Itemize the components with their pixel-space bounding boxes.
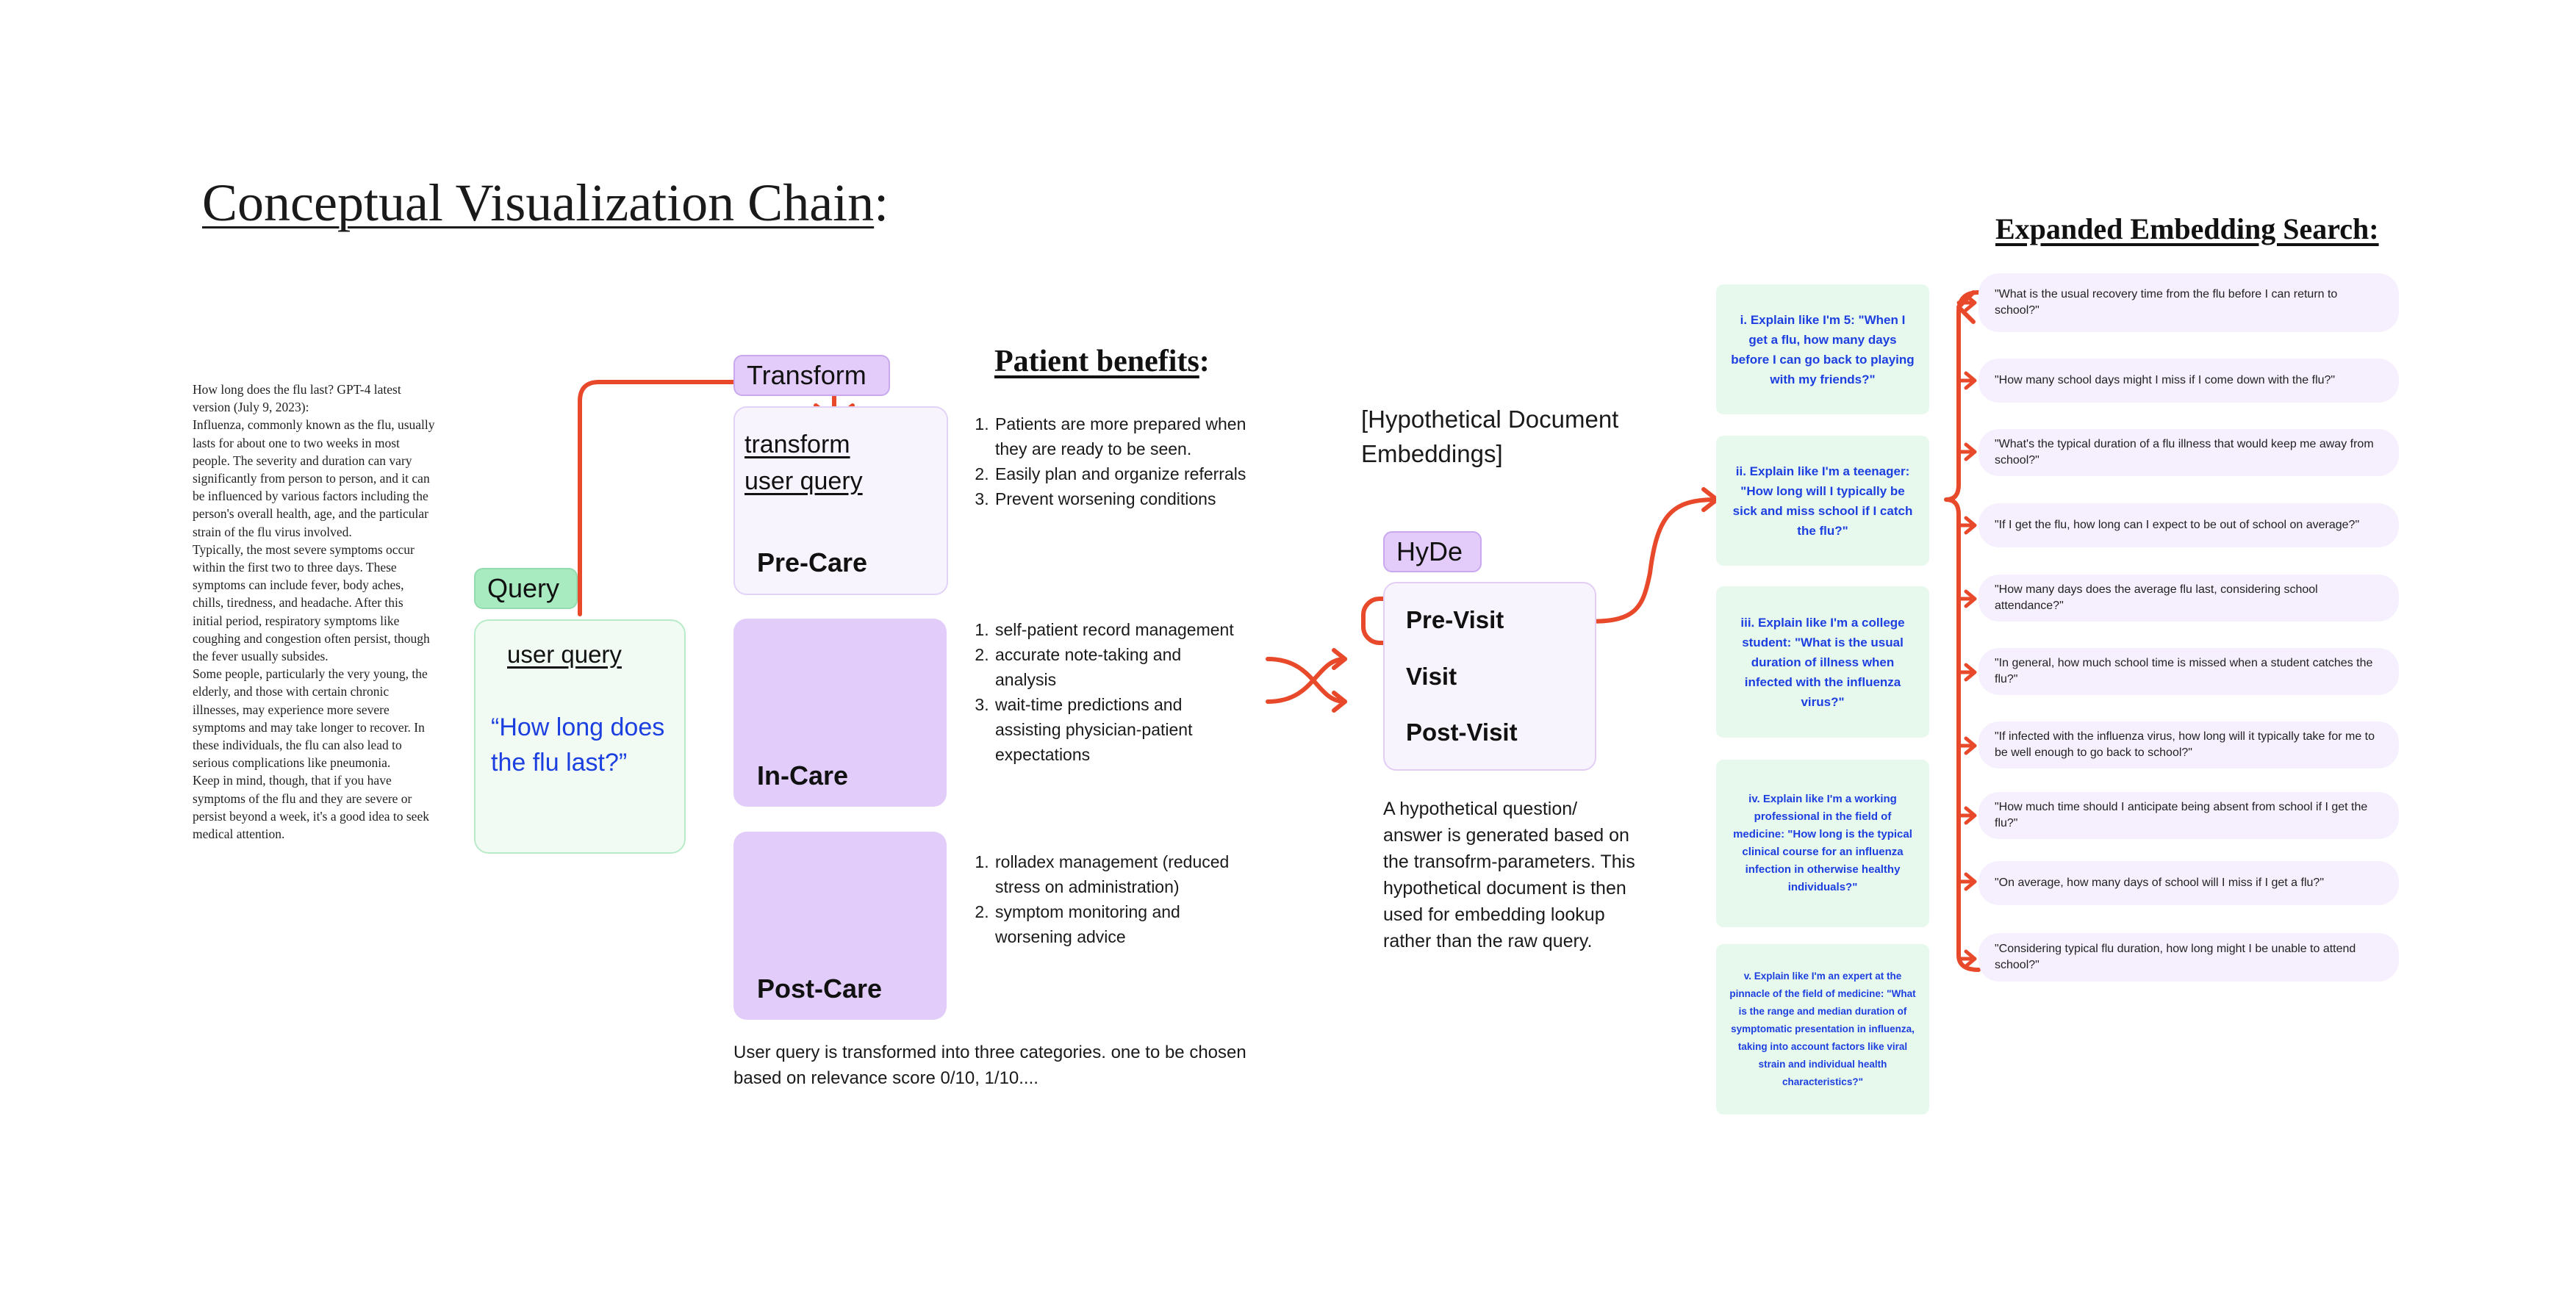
sidebar-paragraph: How long does the flu last? GPT-4 latest… [193, 382, 401, 415]
persona-card: iv. Explain like I'm a working professio… [1716, 760, 1929, 927]
visit-item: Visit [1406, 663, 1457, 690]
pre-care-box [733, 406, 948, 595]
expanded-query-item: "How many school days might I miss if I … [1978, 359, 2399, 403]
expanded-query-item: "What is the usual recovery time from th… [1978, 273, 2399, 332]
transform-user-query-label: transform user query [745, 431, 863, 495]
post-care-box [733, 832, 947, 1020]
hyde-tag: HyDe [1383, 531, 1482, 572]
expanded-query-item: "What's the typical duration of a flu il… [1978, 429, 2399, 476]
user-query-label: user query [507, 641, 622, 668]
list-item: self-patient record management [994, 617, 1244, 642]
visit-card [1383, 582, 1596, 771]
query-to-transform-arrow [578, 380, 736, 616]
persona-card: ii. Explain like I'm a teenager: "How lo… [1716, 436, 1929, 566]
list-item: accurate note-taking and analysis [994, 642, 1244, 692]
sidebar-paragraph: Keep in mind, though, that if you have s… [193, 773, 429, 842]
merge-arrow [1266, 657, 1347, 704]
transform-footnote: User query is transformed into three cat… [733, 1043, 1246, 1088]
sidebar-paragraph: Influenza, commonly known as the flu, us… [193, 417, 435, 539]
in-care-box [733, 619, 947, 807]
expanded-query-item: "How much time should I anticipate being… [1978, 792, 2399, 839]
post-care-benefits-list: rolladex management (reduced stress on a… [969, 849, 1244, 949]
query-card [474, 619, 686, 854]
in-care-benefits-list: self-patient record management accurate … [969, 617, 1244, 767]
previsit-to-persona-arrow [1574, 497, 1718, 624]
expanded-bracket [1944, 290, 1981, 972]
persona-card: iii. Explain like I'm a college student:… [1716, 586, 1929, 738]
user-query-text: “How long does the flu last?” [491, 713, 665, 777]
list-item: Easily plan and organize referrals [994, 461, 1266, 486]
query-tag: Query [474, 568, 578, 609]
pre-visit-item: Pre-Visit [1406, 606, 1504, 633]
pre-care-title: Pre-Care [757, 547, 868, 577]
hyde-caption: [Hypothetical Document Embeddings] [1361, 406, 1619, 467]
list-item: symptom monitoring and worsening advice [994, 899, 1244, 949]
gpt-response-text: How long does the flu last? GPT-4 latest… [193, 381, 435, 843]
hyde-description: A hypothetical question/ answer is gener… [1383, 799, 1635, 951]
pre-care-benefits-list: Patients are more prepared when they are… [969, 411, 1266, 511]
list-item: wait-time predictions and assisting phys… [994, 692, 1244, 767]
list-item: Patients are more prepared when they are… [994, 411, 1266, 461]
expanded-query-item: "How many days does the average flu last… [1978, 575, 2399, 622]
expanded-branch-arrows [1956, 293, 1977, 968]
expanded-search-title: Expanded Embedding Search: [1995, 212, 2379, 245]
expanded-query-item: "If infected with the influenza virus, h… [1978, 721, 2399, 768]
expanded-query-item: "In general, how much school time is mis… [1978, 648, 2399, 695]
sidebar-paragraph: Typically, the most severe symptoms occu… [193, 541, 430, 664]
sidebar-paragraph: Some people, particularly the very young… [193, 666, 428, 771]
expanded-query-item: "On average, how many days of school wil… [1978, 861, 2399, 905]
list-item: Prevent worsening conditions [994, 486, 1266, 511]
in-care-title: In-Care [757, 760, 849, 791]
benefits-title: Patient benefits: [994, 345, 1210, 378]
persona-card: v. Explain like I'm an expert at the pin… [1716, 944, 1929, 1115]
list-item: rolladex management (reduced stress on a… [994, 849, 1244, 899]
transform-tag: Transform [733, 355, 890, 396]
post-care-title: Post-Care [757, 973, 883, 1004]
persona-card: i. Explain like I'm 5: "When I get a flu… [1716, 284, 1929, 414]
page-title: Conceptual Visualization Chain: [202, 173, 889, 232]
post-visit-item: Post-Visit [1406, 719, 1518, 746]
expanded-query-item: "Considering typical flu duration, how l… [1978, 933, 2399, 982]
expanded-query-item: "If I get the flu, how long can I expect… [1978, 503, 2399, 547]
